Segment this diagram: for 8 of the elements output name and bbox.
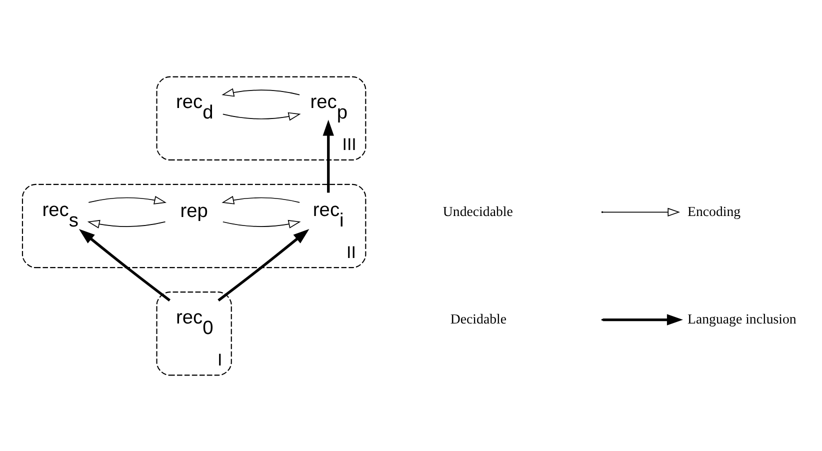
node-text: rep bbox=[180, 200, 208, 222]
legend-label: Language inclusion bbox=[687, 310, 796, 326]
legend-label: Encoding bbox=[687, 203, 740, 218]
label: Undecidable bbox=[442, 203, 512, 218]
label: Decidable bbox=[450, 310, 506, 326]
node-label: III bbox=[342, 134, 356, 154]
node-label: I bbox=[217, 350, 222, 369]
node-label: II bbox=[346, 242, 356, 262]
